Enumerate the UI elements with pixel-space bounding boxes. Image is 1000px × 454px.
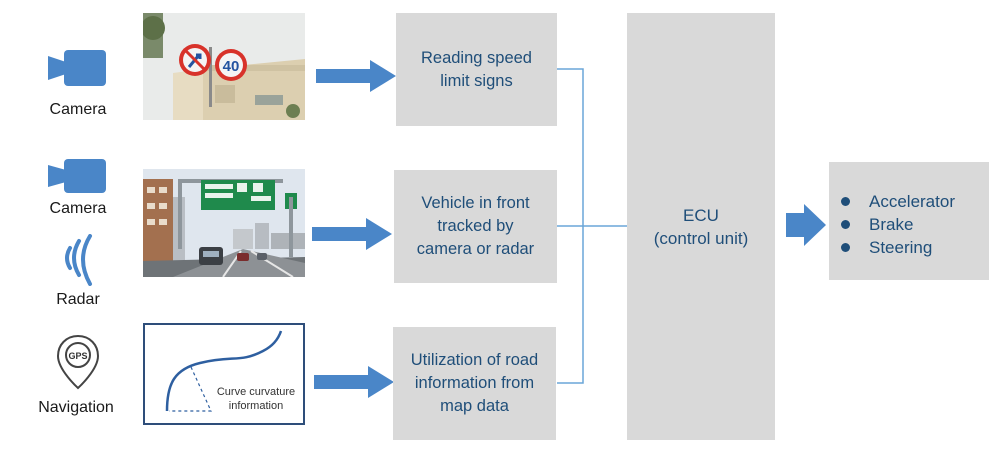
navigation-label: Navigation	[38, 399, 114, 416]
arrow-right-icon	[312, 218, 392, 250]
bullet-icon	[841, 243, 850, 252]
output-brake: Brake	[869, 215, 914, 234]
camera-label: Camera	[49, 101, 107, 118]
camera-label: Camera	[49, 200, 107, 217]
list-item: Accelerator	[839, 190, 955, 213]
speed-sign-photo: 40	[143, 13, 305, 120]
gps-badge-text: GPS	[68, 351, 87, 361]
bullet-icon	[841, 197, 850, 206]
process-box-road-info: Utilization of road information from map…	[393, 327, 556, 440]
radar-label: Radar	[56, 291, 100, 308]
map-caption: Curve curvature information	[216, 386, 296, 412]
output-list: Accelerator Brake Steering	[839, 190, 955, 259]
speed-limit-value: 40	[223, 58, 240, 75]
highway-photo	[143, 169, 305, 277]
camera-icon	[48, 50, 106, 86]
connector-lines	[557, 68, 630, 384]
arrow-right-icon	[786, 204, 826, 246]
list-item: Steering	[839, 236, 955, 259]
ecu-box: ECU (control unit)	[627, 13, 775, 440]
output-accelerator: Accelerator	[869, 192, 955, 211]
list-item: Brake	[839, 213, 955, 236]
map-curve-panel: Curve curvature information	[143, 323, 305, 425]
output-steering: Steering	[869, 238, 933, 257]
gps-pin-icon: GPS	[56, 334, 100, 390]
arrow-right-icon	[314, 366, 394, 398]
output-actuators-box: Accelerator Brake Steering	[829, 162, 989, 280]
radar-icon	[65, 234, 92, 286]
arrow-right-icon	[316, 60, 396, 92]
process-box-speed-signs: Reading speed limit signs	[396, 13, 557, 126]
process-box-vehicle-tracking: Vehicle in front tracked by camera or ra…	[394, 170, 557, 283]
bullet-icon	[841, 220, 850, 229]
camera-icon	[48, 159, 106, 193]
